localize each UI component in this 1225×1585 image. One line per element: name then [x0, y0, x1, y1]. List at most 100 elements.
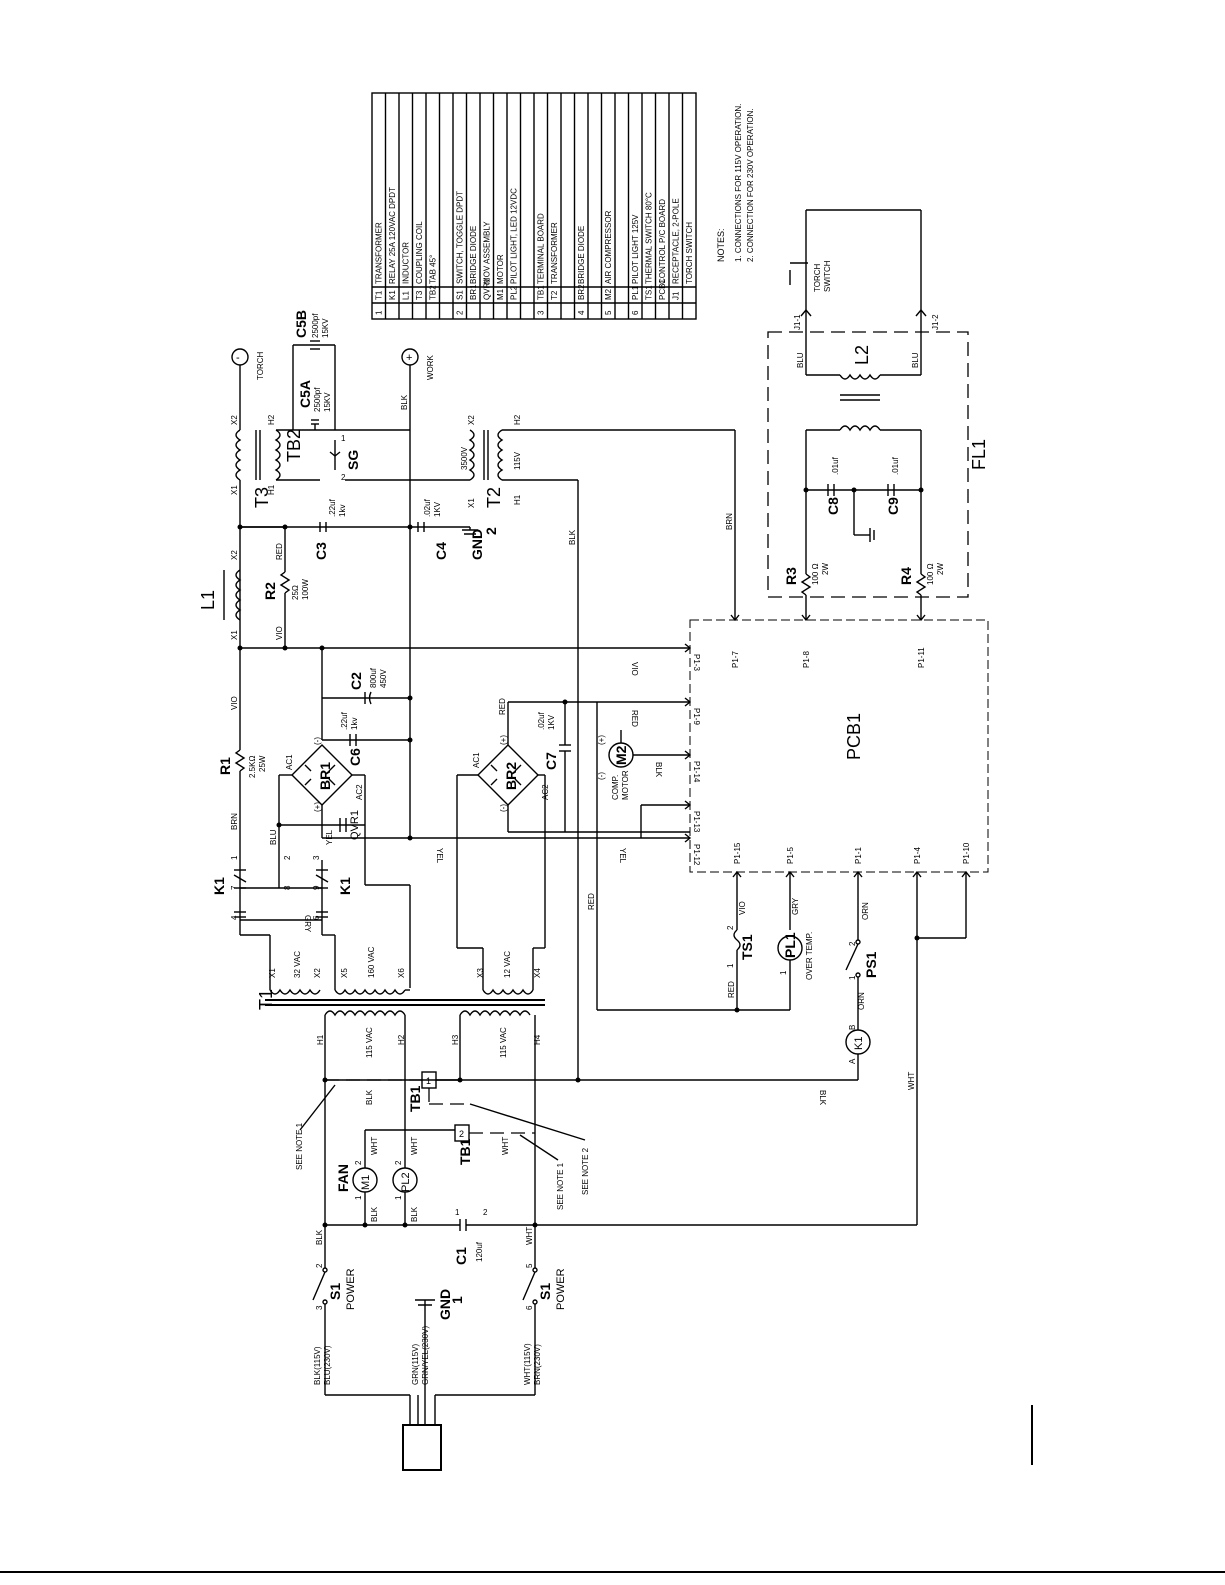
svg-text:YEL: YEL — [325, 829, 334, 845]
legend-description: TRANSFORMER — [550, 222, 559, 284]
svg-text:BLK: BLK — [315, 1229, 324, 1245]
legend-description: PILOT LIGHT, LED 12VDC — [510, 188, 519, 284]
svg-text:2: 2 — [483, 1208, 488, 1217]
svg-text:X2: X2 — [313, 968, 322, 978]
legend-ref-designator: M2 — [604, 288, 613, 300]
svg-text:YEL: YEL — [618, 848, 627, 864]
svg-text:WHT(115V): WHT(115V) — [523, 1343, 532, 1385]
svg-text:BR1: BR1 — [317, 762, 333, 790]
svg-text:R1: R1 — [217, 757, 233, 775]
pcb-pin-arrow — [684, 697, 692, 707]
svg-text:GRY: GRY — [791, 897, 800, 915]
legend-ref-designator: TS1 — [645, 285, 654, 300]
torch-terminal: - TORCH — [231, 348, 265, 380]
legend-ref-designator: TB2 — [429, 285, 438, 300]
svg-text:1: 1 — [230, 855, 239, 860]
legend-ref-designator: PL2 — [510, 285, 519, 300]
legend-ref-designator: TB1 — [537, 285, 546, 300]
svg-text:ORN: ORN — [861, 902, 870, 920]
j1-2-label: J1-2 — [931, 314, 940, 330]
torch-switch: TORCH SWITCH — [789, 209, 922, 310]
t2-transformer: 3500V 115V T2 X2 X1 H2 H1 — [460, 414, 522, 508]
svg-text:25Ω: 25Ω — [291, 585, 300, 600]
svg-text:VIO: VIO — [230, 696, 239, 710]
legend-ref-designator: M1 — [496, 288, 505, 300]
svg-text:RED: RED — [727, 981, 736, 998]
pcb-pin-arrow — [684, 800, 692, 810]
r1-resistor: R1 2.5KΩ 25W VIO BRN — [217, 648, 267, 860]
legend-description: BRIDGE DIODE — [577, 226, 586, 284]
svg-text:X2: X2 — [467, 415, 476, 425]
svg-text:160 VAC: 160 VAC — [367, 946, 376, 978]
svg-text:7: 7 — [230, 885, 239, 890]
legend-description: RELAY 25A 120VAC DPDT — [388, 187, 397, 284]
svg-text:450V: 450V — [379, 669, 388, 688]
svg-text:1KV: 1KV — [433, 501, 442, 517]
m2-compressor-motor: M2 (+) (-) COMP. MOTOR BLK — [596, 702, 690, 1010]
svg-text:BLK(115V): BLK(115V) — [313, 1346, 322, 1385]
svg-text:1: 1 — [394, 1195, 403, 1200]
c1-capacitor: C1 120uf 1 2 — [453, 1208, 488, 1265]
svg-text:K1: K1 — [337, 877, 353, 895]
svg-text:BLK: BLK — [818, 1090, 827, 1106]
svg-text:X1: X1 — [268, 968, 277, 978]
pl2-pilot-light: PL2 2 1 WHT BLK — [392, 1130, 419, 1225]
svg-text:X1: X1 — [467, 498, 476, 508]
svg-text:M2: M2 — [613, 745, 629, 765]
svg-text:1: 1 — [455, 1208, 460, 1217]
svg-text:2: 2 — [394, 1160, 403, 1165]
c6-capacitor: C6 .22uf 1kv — [322, 711, 410, 766]
svg-text:.22uf: .22uf — [340, 711, 349, 730]
work-label: WORK — [426, 354, 435, 380]
ts1-thermal-switch: TS1 2 1 RED — [726, 925, 755, 1010]
svg-text:S1: S1 — [327, 1283, 343, 1300]
svg-text:T2: T2 — [484, 487, 504, 508]
svg-text:AC1: AC1 — [472, 752, 481, 768]
legend-group-number: 2 — [456, 310, 465, 315]
svg-text:C4: C4 — [433, 542, 449, 560]
see-note-2-label: SEE NOTE 2 — [581, 1147, 590, 1195]
legend-ref-designator: S1 — [456, 290, 465, 300]
pcb-pin-arrow — [684, 750, 692, 760]
svg-text:X2: X2 — [230, 415, 239, 425]
svg-text:POWER: POWER — [555, 1268, 567, 1310]
svg-text:X2: X2 — [230, 550, 239, 560]
ps1-pressure-switch: PS1 2 1 — [845, 939, 879, 980]
svg-text:H1: H1 — [267, 484, 276, 495]
svg-text:3: 3 — [312, 855, 321, 860]
svg-text:BLU(230V): BLU(230V) — [323, 1345, 332, 1385]
svg-text:BLK: BLK — [400, 394, 409, 410]
pcb-pin-label: P1-10 — [962, 842, 971, 864]
legend-description: RECEPTACLE, 2-POLE — [672, 198, 681, 284]
legend-description: TERMINAL BOARD — [537, 213, 546, 284]
l2-choke: L2 — [806, 345, 921, 432]
l1-inductor: L1 X2 X1 — [198, 550, 242, 640]
legend-ref-designator: J1 — [672, 291, 681, 300]
svg-text:5: 5 — [525, 1263, 534, 1268]
legend-ref-designator: T2 — [550, 290, 559, 300]
svg-text:(+): (+) — [313, 802, 322, 812]
r4-resistor: R4 100 Ω 2W — [898, 430, 945, 620]
svg-text:C6: C6 — [347, 748, 363, 766]
svg-text:MOTOR: MOTOR — [621, 770, 630, 800]
svg-text:25W: 25W — [258, 755, 267, 772]
svg-text:TB1: TB1 — [457, 1138, 473, 1165]
svg-text:H1: H1 — [316, 1034, 325, 1045]
pcb-pin-label: P1-5 — [786, 847, 795, 864]
svg-text:ORN: ORN — [857, 992, 866, 1010]
svg-text:2: 2 — [848, 941, 857, 946]
gnd2-symbol: GND 2 — [462, 527, 499, 560]
svg-text:WHT: WHT — [501, 1137, 510, 1155]
svg-text:-: - — [236, 352, 240, 364]
svg-text:2500pf: 2500pf — [311, 313, 320, 338]
svg-text:H3: H3 — [451, 1034, 460, 1045]
svg-text:X1: X1 — [230, 630, 239, 640]
svg-text:RED: RED — [587, 893, 596, 910]
svg-text:120uf: 120uf — [475, 1241, 484, 1262]
see-note-1-label: SEE NOTE 1 — [295, 1122, 304, 1170]
c5b-capacitor: C5B 2500pf 15KV — [292, 310, 336, 430]
svg-text:BR2: BR2 — [503, 762, 519, 790]
c2-capacitor: C2 800uf 450V — [322, 667, 410, 705]
svg-text:.01uf: .01uf — [891, 456, 900, 475]
legend-description: AIR COMPRESSOR — [604, 210, 613, 284]
